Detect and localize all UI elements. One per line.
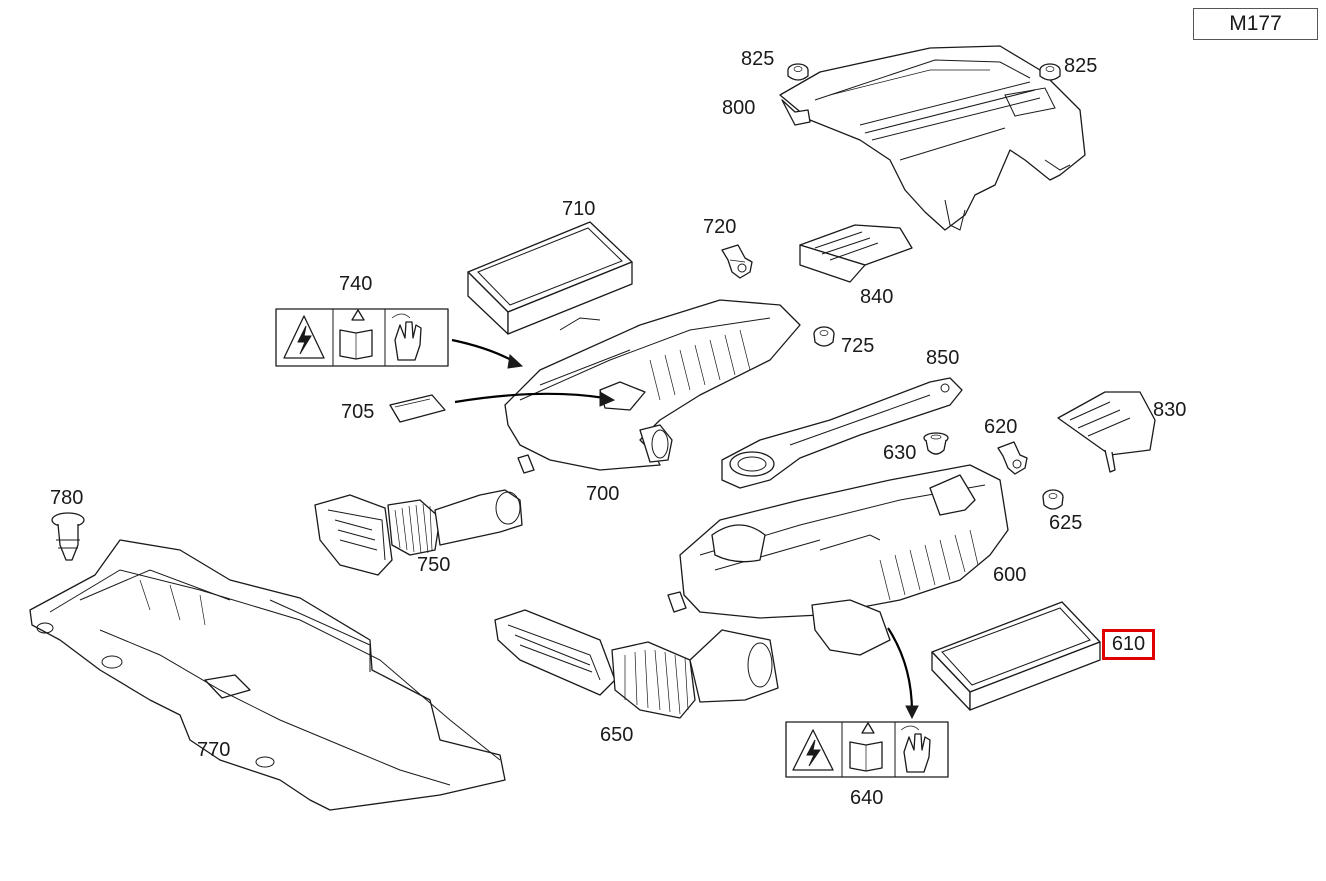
read-manual-icon: [849, 722, 883, 772]
callout-705[interactable]: 705: [341, 401, 375, 423]
callout-840[interactable]: 840: [860, 286, 894, 308]
cover-830[interactable]: [1057, 391, 1156, 473]
arrow-640-to-600: [887, 627, 914, 713]
callout-620[interactable]: 620: [984, 416, 1018, 438]
callout-740[interactable]: 740: [339, 273, 373, 295]
callout-780[interactable]: 780: [50, 487, 84, 509]
electric-shock-hand-icon: [900, 725, 931, 773]
read-manual-icon: [339, 309, 373, 360]
sensor-720[interactable]: [721, 244, 753, 279]
callout-640[interactable]: 640: [850, 787, 884, 809]
air-filter-610[interactable]: [931, 601, 1101, 711]
high-voltage-warning-icon: [792, 729, 834, 771]
callout-770[interactable]: 770: [197, 739, 231, 761]
nut-825-right[interactable]: [1039, 63, 1061, 81]
callout-725[interactable]: 725: [841, 335, 875, 357]
air-filter-housing-700[interactable]: [504, 299, 801, 474]
intake-duct-650[interactable]: [494, 609, 779, 719]
bracket-850[interactable]: [721, 377, 963, 489]
callout-825-left[interactable]: 825: [741, 48, 775, 70]
electric-shock-hand-icon: [391, 313, 422, 361]
callout-750[interactable]: 750: [417, 554, 451, 576]
callout-800[interactable]: 800: [722, 97, 756, 119]
warning-label-640[interactable]: [785, 721, 949, 778]
warning-label-740[interactable]: [275, 308, 449, 367]
nut-825-left[interactable]: [787, 63, 809, 81]
intake-duct-750[interactable]: [314, 489, 523, 576]
grommet-630[interactable]: [923, 432, 949, 455]
callout-610-highlighted[interactable]: 610: [1102, 629, 1155, 660]
arrow-740-to-700: [451, 338, 516, 363]
callout-600[interactable]: 600: [993, 564, 1027, 586]
callout-850[interactable]: 850: [926, 347, 960, 369]
undertray-770[interactable]: [29, 539, 506, 811]
callout-710[interactable]: 710: [562, 198, 596, 220]
grommet-725[interactable]: [813, 326, 835, 347]
callout-830[interactable]: 830: [1153, 399, 1187, 421]
callout-825-right[interactable]: 825: [1064, 55, 1098, 77]
cover-840[interactable]: [799, 224, 913, 283]
grommet-625[interactable]: [1042, 489, 1064, 510]
callout-700[interactable]: 700: [586, 483, 620, 505]
callout-650[interactable]: 650: [600, 724, 634, 746]
arrow-705-to-700: [454, 392, 606, 404]
callout-625[interactable]: 625: [1049, 512, 1083, 534]
high-voltage-warning-icon: [283, 315, 325, 359]
callout-630[interactable]: 630: [883, 442, 917, 464]
label-pad-705[interactable]: [389, 394, 446, 423]
engine-cover-800[interactable]: [779, 45, 1086, 231]
air-filter-710[interactable]: [467, 221, 633, 335]
model-code-box: M177: [1193, 8, 1318, 40]
callout-720[interactable]: 720: [703, 216, 737, 238]
air-filter-housing-600[interactable]: [667, 464, 1009, 656]
sensor-620[interactable]: [997, 441, 1028, 475]
push-clip-780[interactable]: [51, 512, 85, 561]
